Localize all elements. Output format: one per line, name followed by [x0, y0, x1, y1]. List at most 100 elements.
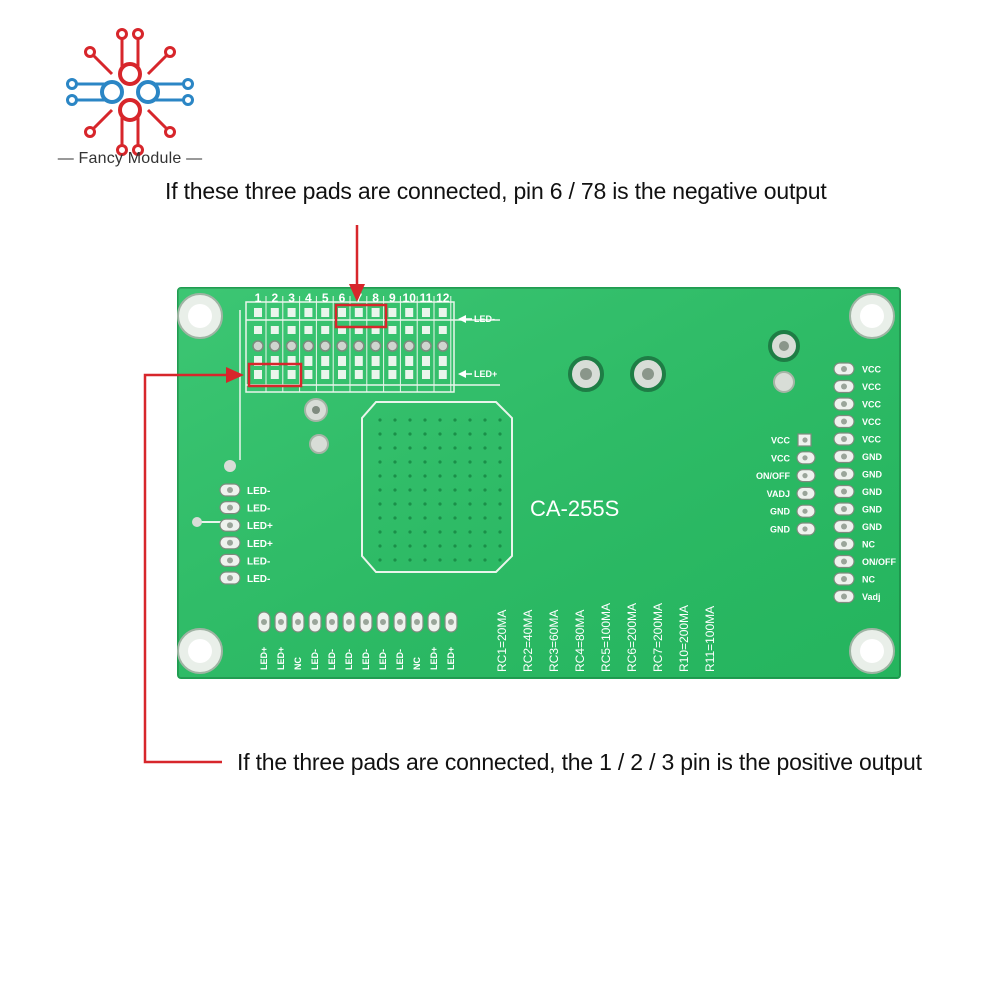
bottom-pin-label: LED+: [446, 647, 456, 670]
middle-pad-label: ON/OFF: [756, 471, 790, 481]
pin-number: 10: [403, 291, 417, 305]
left-pad: LED+: [219, 536, 273, 550]
left-pad-column: LED- LED- LED+ LED+ LED- LED-: [219, 483, 273, 585]
bottom-pin: NC: [410, 611, 424, 670]
rail-labels: LED- LED+: [458, 314, 497, 379]
brand-name: — Fancy Module —: [57, 150, 203, 167]
right-pad: GND: [833, 519, 883, 534]
positive-pads-highlight: [247, 362, 303, 388]
left-pad-label: LED-: [247, 486, 270, 497]
middle-pad-label: GND: [770, 525, 791, 535]
rail-label-negative-text: LED-: [474, 314, 495, 324]
fancy-module-logo: [66, 28, 194, 156]
middle-pad: GND: [770, 504, 816, 518]
bottom-pin: LED-: [308, 611, 322, 670]
middle-pad: VCC: [771, 451, 816, 465]
resistor-label: RC7=200MA: [651, 603, 665, 672]
right-pad-label: VCC: [862, 400, 882, 410]
right-pad: VCC: [833, 432, 882, 446]
annotation-arrow-bottom: [143, 367, 244, 764]
right-connector: VCCVCCVCCVCCVCCGNDGNDGNDGNDGNDNCON/OFFNC…: [833, 362, 896, 604]
bottom-pin-label: LED-: [344, 649, 354, 670]
bottom-pin-label: LED+: [259, 647, 269, 670]
right-pad-label: GND: [862, 505, 883, 515]
bottom-pin-row: LED+ LED+ NC LED- LED- LED- LED- LED- LED- NC LED+…: [257, 611, 458, 670]
left-pad-label: LED-: [247, 504, 270, 515]
middle-pad-label: VADJ: [767, 489, 790, 499]
rail-label-positive-text: LED+: [474, 369, 497, 379]
pin-number: 4: [305, 291, 312, 305]
bottom-pin: LED+: [444, 611, 458, 670]
bottom-pin: LED+: [427, 611, 441, 670]
resistor-label: RC4=80MA: [573, 610, 587, 672]
left-pad: LED-: [219, 571, 270, 585]
negative-pads-highlight: [334, 303, 388, 329]
bottom-pin-label: NC: [412, 657, 422, 670]
pin-number: 12: [436, 291, 450, 305]
bottom-pin: LED-: [393, 611, 407, 670]
left-pad-label: LED-: [247, 574, 270, 585]
rail-label-positive: LED+: [458, 369, 497, 379]
bottom-pin-label: LED-: [395, 649, 405, 670]
top-annotation: If these three pads are connected, pin 6…: [165, 178, 827, 204]
pin-number: 8: [372, 291, 379, 305]
left-pad-label: LED+: [247, 539, 273, 550]
middle-pad: VCC: [771, 433, 812, 447]
resistor-label: RC1=20MA: [495, 610, 509, 672]
pin-number: 7: [355, 291, 362, 305]
bottom-pin-label: LED+: [429, 647, 439, 670]
middle-pad: VADJ: [767, 486, 816, 500]
chip-footprint: [361, 401, 513, 573]
right-pad-label: GND: [862, 522, 883, 532]
right-pad: GND: [833, 484, 883, 499]
left-pad-label: LED-: [247, 556, 270, 567]
via-components: [224, 330, 800, 472]
left-pad: LED-: [219, 501, 270, 515]
pin-number: 1: [255, 291, 262, 305]
resistor-label: R11=100MA: [703, 606, 717, 672]
right-pad: GND: [833, 502, 883, 516]
left-pad-label: LED+: [247, 521, 273, 532]
right-pad: GND: [833, 467, 883, 481]
bottom-annotation: If the three pads are connected, the 1 /…: [237, 749, 922, 775]
bottom-pin: LED-: [325, 611, 339, 670]
board-model-label: CA-255S: [530, 496, 619, 521]
right-pad-label: VCC: [862, 365, 882, 375]
pin-number: 11: [420, 291, 433, 305]
rail-label-negative: LED-: [458, 314, 495, 324]
bottom-pin: LED-: [376, 611, 390, 670]
middle-pad-label: VCC: [771, 436, 791, 446]
bottom-pin: LED-: [359, 611, 373, 670]
bottom-pin-label: NC: [293, 657, 303, 670]
mounting-holes: [177, 293, 895, 674]
bottom-pin: NC: [291, 611, 305, 670]
bottom-pin-label: LED-: [361, 649, 371, 670]
chip-dot-grid: [378, 418, 502, 562]
resistor-label: RC3=60MA: [547, 610, 561, 672]
mounting-hole-top-right: [849, 293, 895, 339]
bottom-pin: LED-: [342, 611, 356, 670]
right-pad-label: NC: [862, 575, 875, 585]
annotation-arrow-top: [349, 225, 365, 302]
right-pad-label: VCC: [862, 435, 882, 445]
left-pad: LED+: [219, 518, 273, 532]
right-pad-label: ON/OFF: [862, 557, 896, 567]
right-pad: Vadj: [833, 589, 881, 604]
bottom-pin-label: LED-: [378, 649, 388, 670]
mounting-hole-bottom-left: [177, 628, 223, 674]
mounting-hole-top-left: [177, 293, 223, 339]
bottom-pin-label: LED-: [327, 649, 337, 670]
bottom-pin-label: LED-: [310, 649, 320, 670]
bottom-pin: LED+: [274, 611, 288, 670]
middle-pad: ON/OFF: [756, 469, 816, 483]
left-pad: LED-: [219, 483, 270, 497]
left-connector: LED- LED- LED+ LED+ LED- LED-: [192, 310, 273, 585]
right-pad-label: NC: [862, 540, 875, 550]
middle-pad: GND: [770, 522, 816, 536]
resistor-label: RC5=100MA: [599, 603, 613, 672]
right-pad-label: GND: [862, 487, 883, 497]
